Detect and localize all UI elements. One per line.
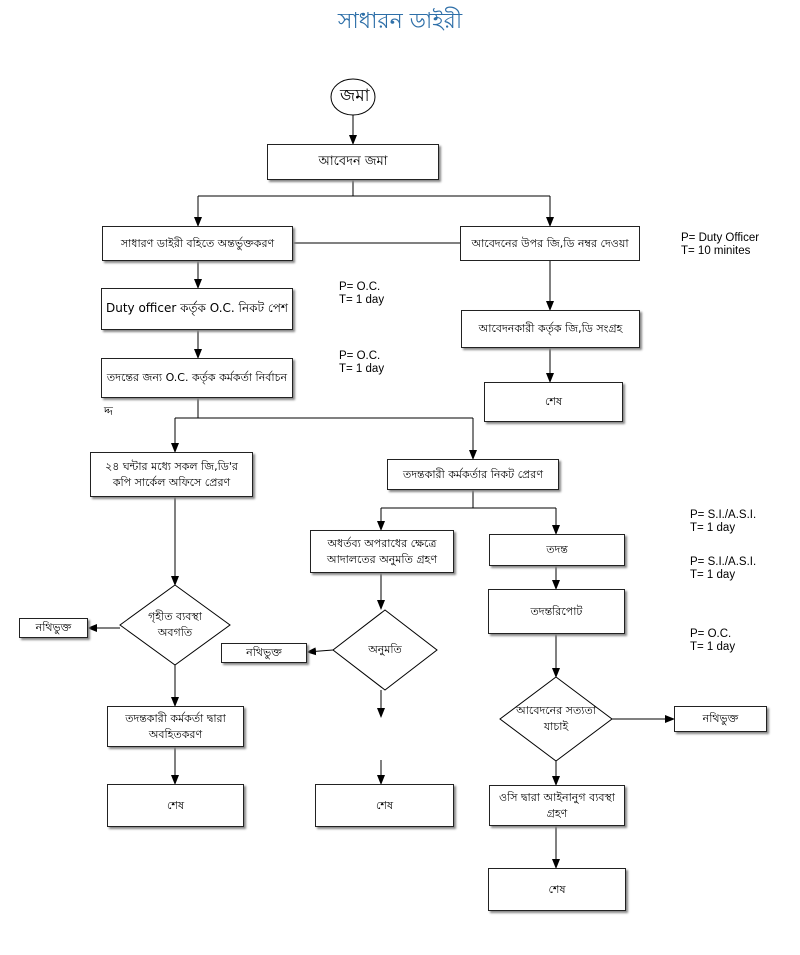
stray-mark: দ্দ: [104, 404, 113, 418]
diamond-verify-label: আবেদনের সত্যতা যাচাই: [516, 704, 596, 733]
box-report: তদন্তরিপোট: [488, 589, 625, 634]
box-court-permission: অধর্তব্য অপরাধের ক্ষেত্রে আদালতের অনুমতি…: [310, 530, 454, 573]
note-oc-3: P= O.C. T= 1 day: [690, 628, 736, 654]
box-circle-send: ২৪ ঘন্টার মধ্যে সকল জি,ডি'র কপি সার্কেল …: [90, 452, 253, 497]
box-investigation: তদন্ত: [489, 534, 625, 566]
box-duty-officer: Duty officer কর্তৃক O.C. নিকট পেশ: [101, 288, 293, 330]
diamond-permission-label: অনুমতি: [368, 643, 402, 657]
diamond-action-taken-label: গৃহীত ব্যবস্থা অবগতি: [148, 610, 202, 639]
box-end-2: শেষ: [107, 784, 244, 827]
note-duty-officer: P= Duty Officer T= 10 minites: [681, 232, 760, 258]
diamond-permission: [332, 609, 438, 691]
box-collect-gd: আবেদনকারী কর্তৃক জি,ডি সংগ্রহ: [461, 310, 640, 348]
arrow-to-filed-2: [306, 647, 334, 656]
box-gd-number: আবেদনের উপর জি,ডি নম্বর দেওয়া: [460, 226, 640, 261]
diamond-action-taken: [119, 584, 231, 666]
box-submit: আবেদন জমা: [267, 144, 439, 180]
note-oc-2: P= O.C. T= 1 day: [339, 350, 385, 376]
page-title: সাধারন ডাইরী: [337, 9, 463, 34]
note-si-1: P= S.I./A.S.I. T= 1 day: [690, 509, 757, 535]
box-select-officer: তদন্তের জন্য O.C. কর্তৃক কর্মকর্তা নির্ব…: [101, 358, 293, 398]
start-label: জমা: [340, 86, 370, 106]
box-end-4: শেষ: [488, 868, 626, 911]
box-end-1: শেষ: [484, 382, 623, 422]
box-legal-action: ওসি দ্বারা আইনানুগ ব্যবস্থা গ্রহণ: [489, 785, 625, 826]
note-si-2: P= S.I./A.S.I. T= 1 day: [690, 556, 757, 582]
box-inform: তদন্তকারী কর্মকর্তা দ্বারা অবহিতকরণ: [107, 706, 244, 747]
diamond-verify: [499, 676, 613, 762]
box-filed-3: নথিভুক্ত: [674, 706, 767, 732]
box-end-3: শেষ: [315, 784, 454, 827]
box-send-investigator: তদন্তকারী কর্মকর্তার নিকট প্রেরণ: [387, 459, 559, 490]
box-gd-entry: সাধারণ ডাইরী বহিতে অন্তর্ভুক্তকরণ: [102, 226, 293, 261]
box-filed-2: নথিভুক্ত: [221, 643, 307, 663]
box-filed-1: নথিভুক্ত: [19, 618, 88, 638]
note-oc-1: P= O.C. T= 1 day: [339, 281, 385, 307]
